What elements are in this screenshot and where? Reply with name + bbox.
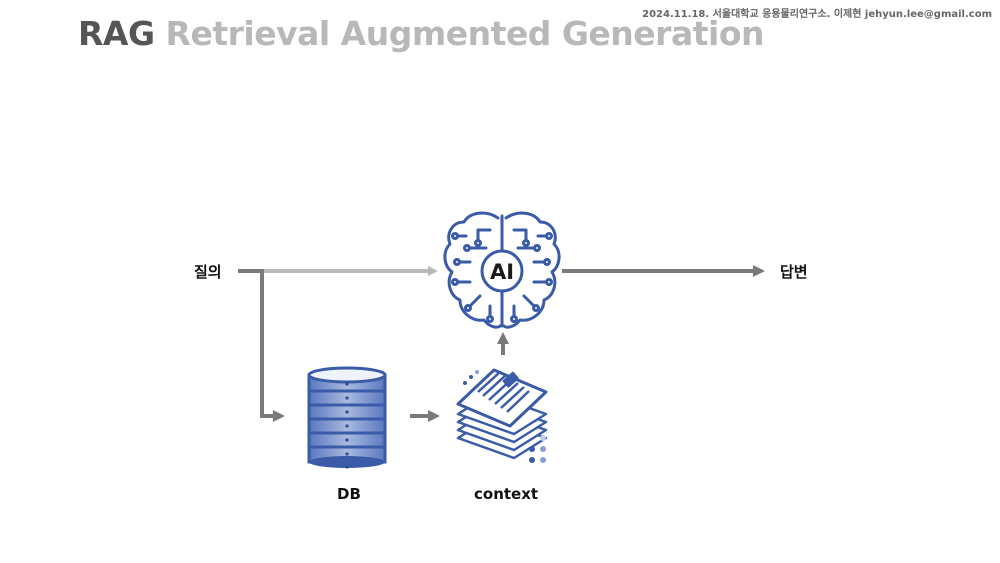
- context-dots: [463, 370, 546, 463]
- page-title: RAG Retrieval Augmented Generation: [78, 14, 764, 53]
- ai-label: AI: [490, 260, 514, 284]
- ai-brain-icon: [443, 211, 561, 329]
- title-full-name: Retrieval Augmented Generation: [165, 14, 765, 53]
- title-abbreviation: RAG: [78, 14, 155, 53]
- database-icon: [307, 366, 387, 469]
- db-label: DB: [337, 485, 361, 503]
- query-label: 질의: [194, 263, 222, 281]
- context-label: context: [474, 485, 539, 503]
- context-documents-icon: [456, 368, 548, 460]
- arrow-query-to-db: [238, 269, 285, 422]
- meta-line: 2024.11.18. 서울대학교 응용물리연구소. 이제현 jehyun.le…: [642, 9, 992, 20]
- answer-label: 답변: [780, 263, 808, 281]
